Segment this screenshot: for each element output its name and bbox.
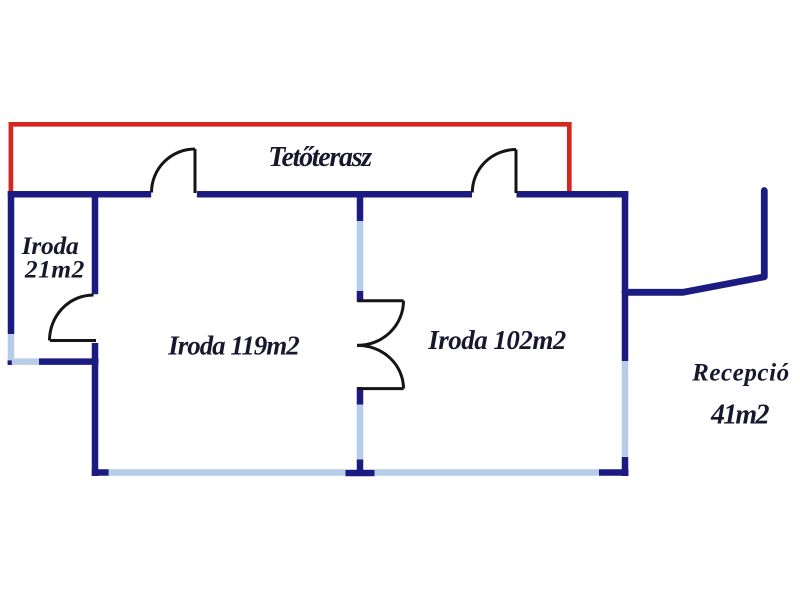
svg-text:Iroda 119m2: Iroda 119m2 xyxy=(167,331,300,361)
svg-text:41m2: 41m2 xyxy=(710,399,770,430)
svg-text:21m2: 21m2 xyxy=(24,255,85,284)
svg-text:Iroda 102m2: Iroda 102m2 xyxy=(427,325,566,355)
svg-text:Tetőterasz: Tetőterasz xyxy=(268,142,372,173)
svg-text:Iroda: Iroda xyxy=(21,231,79,260)
svg-text:Recepció: Recepció xyxy=(691,360,789,387)
